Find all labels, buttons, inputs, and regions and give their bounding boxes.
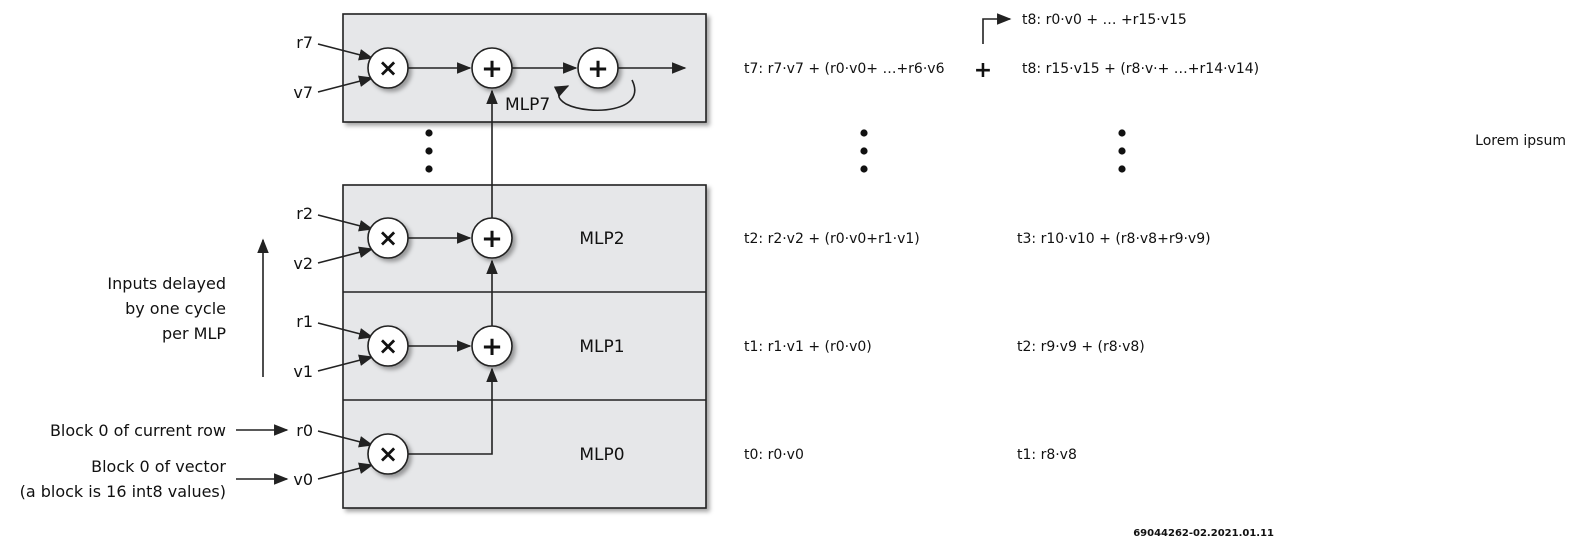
arrow — [317, 462, 374, 480]
multiply-op-mlp1: × — [367, 325, 409, 367]
svg-text:+: + — [481, 224, 503, 254]
mlp1-label: MLP1 — [579, 337, 624, 357]
inputs-delayed-line-2: by one cycle — [125, 299, 226, 318]
plus-sign: + — [974, 58, 992, 83]
block0-vector-note: (a block is 16 int8 values) — [20, 482, 226, 501]
svg-text:+: + — [481, 54, 503, 84]
multiply-op-mlp7: × — [367, 47, 409, 89]
equation-t1-second: t1: r8·v8 — [1017, 447, 1077, 463]
input-r2: r2 — [296, 204, 313, 223]
accumulate-loop-arrow — [553, 79, 636, 111]
input-r1: r1 — [296, 312, 313, 331]
arrow — [317, 214, 374, 232]
input-v1: v1 — [293, 362, 313, 381]
arrow — [317, 246, 374, 264]
equation-t8-total: t8: r0·v0 + … +r15·v15 — [1022, 12, 1187, 28]
arrow — [317, 322, 374, 340]
side-note: Lorem ipsum — [1475, 133, 1566, 149]
add-op-mlp7: + — [471, 47, 513, 89]
arrow — [317, 43, 374, 61]
equation-t7: t7: r7·v7 + (r0·v0+ …+r6·v6 — [744, 61, 945, 77]
equation-t0: t0: r0·v0 — [744, 447, 804, 463]
ellipsis-dots — [860, 129, 868, 173]
equation-t2-second: t2: r9·v9 + (r8·v8) — [1017, 339, 1145, 355]
multiply-op-mlp2: × — [367, 217, 409, 259]
input-v7: v7 — [293, 83, 313, 102]
mlp7-label: MLP7 — [505, 95, 550, 115]
equation-t1: t1: r1·v1 + (r0·v0) — [744, 339, 872, 355]
input-r0: r0 — [296, 421, 313, 440]
accumulate-op-mlp7: + — [577, 47, 619, 89]
ellipsis-dots — [425, 129, 433, 173]
svg-text:+: + — [587, 54, 609, 84]
arrow — [317, 430, 374, 448]
equation-t2: t2: r2·v2 + (r0·v0+r1·v1) — [744, 231, 920, 247]
svg-text:×: × — [378, 54, 398, 82]
add-op-mlp1: + — [471, 325, 513, 367]
block0-vector-label: Block 0 of vector — [91, 457, 226, 476]
inputs-delayed-line-1: Inputs delayed — [107, 274, 226, 293]
ellipsis-dots — [1118, 129, 1126, 173]
equation-t8: t8: r15·v15 + (r8·v·+ …+r14·v14) — [1022, 61, 1259, 77]
multiply-op-mlp0: × — [367, 433, 409, 475]
svg-text:×: × — [378, 332, 398, 360]
input-v2: v2 — [293, 254, 313, 273]
input-v0: v0 — [293, 470, 313, 489]
inputs-delayed-line-3: per MLP — [162, 324, 226, 343]
mlp0-label: MLP0 — [579, 445, 624, 465]
carry-arrow — [408, 367, 498, 455]
svg-text:+: + — [481, 332, 503, 362]
mlp2-label: MLP2 — [579, 229, 624, 249]
arrow — [317, 354, 374, 372]
input-r7: r7 — [296, 33, 313, 52]
figure-id: 69044262-02.2021.01.11 — [1133, 528, 1274, 539]
equation-t3: t3: r10·v10 + (r8·v8+r9·v9) — [1017, 231, 1211, 247]
block0-row-label: Block 0 of current row — [50, 421, 226, 440]
svg-text:×: × — [378, 440, 398, 468]
arrow — [317, 75, 374, 93]
svg-text:×: × — [378, 224, 398, 252]
sum-arrow — [982, 13, 1012, 44]
add-op-mlp2: + — [471, 217, 513, 259]
